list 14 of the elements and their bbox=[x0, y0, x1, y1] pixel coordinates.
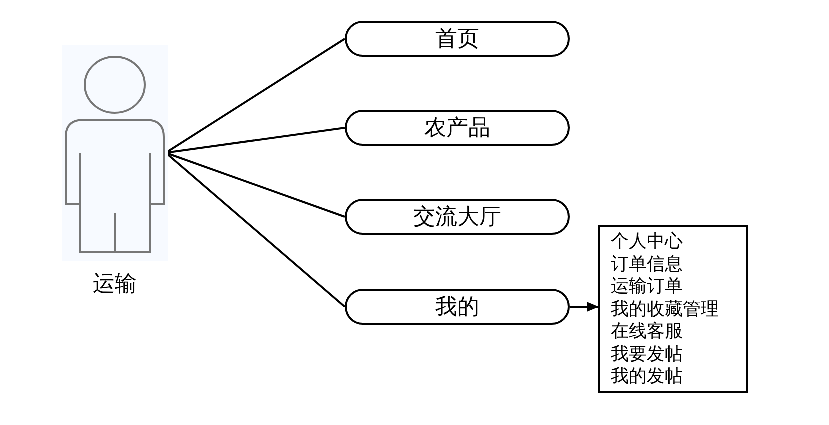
use-case-label: 农产品 bbox=[424, 117, 490, 139]
function-item: 在线客服 bbox=[611, 320, 684, 342]
use-case-label: 首页 bbox=[436, 28, 480, 50]
use-case-label: 我的 bbox=[436, 296, 480, 318]
actor-label: 运输 bbox=[93, 273, 137, 295]
use-case-label: 交流大厅 bbox=[414, 206, 502, 228]
function-item: 我的收藏管理 bbox=[611, 298, 720, 320]
function-list-box bbox=[598, 225, 748, 393]
function-item: 我要发帖 bbox=[611, 342, 684, 365]
arrow bbox=[570, 302, 599, 312]
function-item: 个人中心 bbox=[611, 230, 684, 252]
function-item: 订单信息 bbox=[611, 252, 684, 275]
function-item: 我的发帖 bbox=[611, 365, 684, 388]
function-item: 运输订单 bbox=[611, 275, 684, 298]
